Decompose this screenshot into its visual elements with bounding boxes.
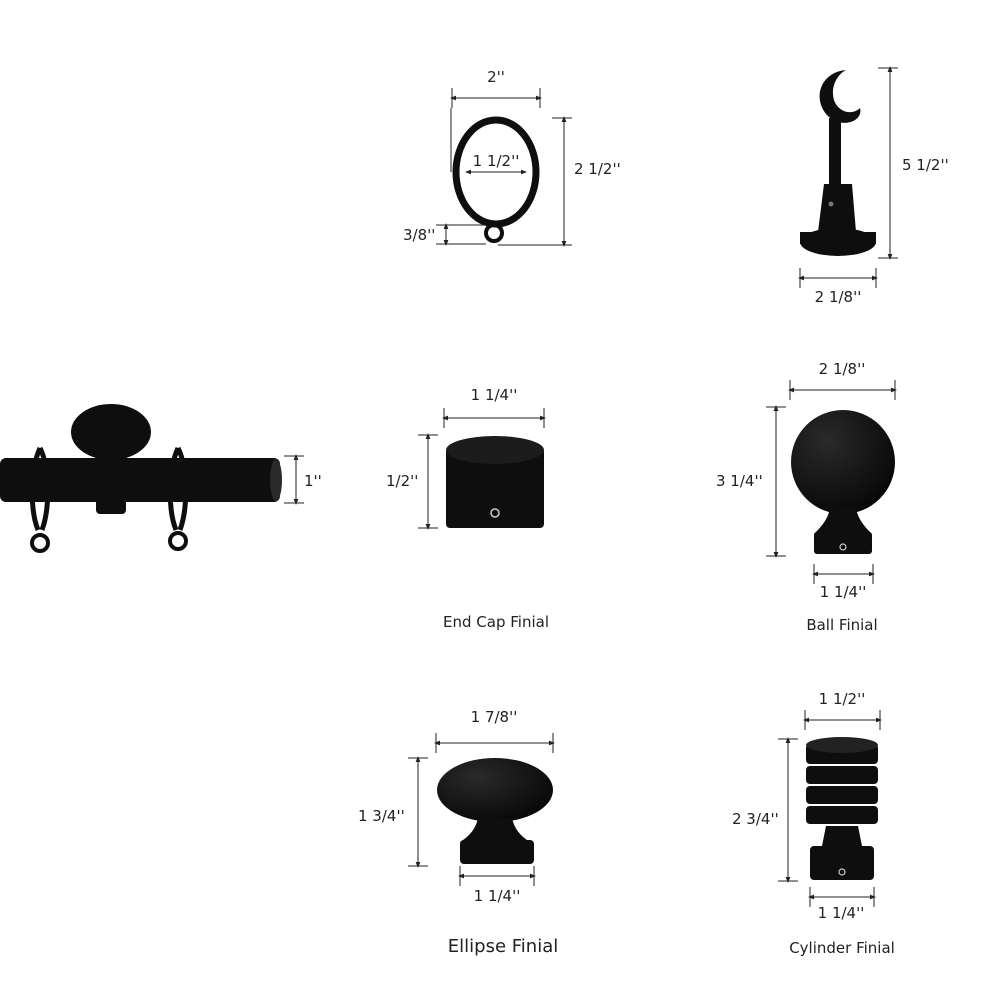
curtain-ring-diagram: 2'' 1 1/2'' 2 1/2'' 3/8'' <box>403 68 621 247</box>
ball-finial-caption: Ball Finial <box>806 616 877 634</box>
ring-width-label: 2'' <box>487 68 505 86</box>
ring-height-label: 2 1/2'' <box>574 160 621 178</box>
end-cap-finial-caption: End Cap Finial <box>443 613 549 631</box>
bracket-diagram: 5 1/2'' 2 1/8'' <box>798 66 949 306</box>
ball-finial-icon <box>791 410 895 554</box>
curtain-rod-icon <box>0 404 282 553</box>
bracket-base-label: 2 1/8'' <box>815 288 862 306</box>
curtain-rod-diagram: 1'' <box>0 404 322 553</box>
ellipse-finial-diagram: 1 7/8'' 1 3/4'' 1 1/4'' Ellipse Finial <box>358 708 558 957</box>
bracket-height-label: 5 1/2'' <box>902 156 949 174</box>
cylinder-finial-diagram: 1 1/2'' 2 3/4'' 1 1/4'' Cylinder Finial <box>732 690 895 957</box>
cylinder-finial-caption: Cylinder Finial <box>789 939 895 957</box>
cylinder-width-label: 1 1/2'' <box>819 690 866 708</box>
ball-height-label: 3 1/4'' <box>716 472 763 490</box>
ellipse-width-label: 1 7/8'' <box>471 708 518 726</box>
end-cap-height-label: 1/2'' <box>386 472 418 490</box>
curtain-ring-icon <box>452 116 540 243</box>
cylinder-base-label: 1 1/4'' <box>818 904 865 922</box>
ball-width-label: 2 1/8'' <box>819 360 866 378</box>
ellipse-height-label: 1 3/4'' <box>358 807 405 825</box>
ring-eyelet-label: 3/8'' <box>403 226 435 244</box>
rod-diameter-label: 1'' <box>304 472 322 490</box>
ellipse-base-label: 1 1/4'' <box>474 887 521 905</box>
ball-finial-diagram: 2 1/8'' 3 1/4'' 1 1/4'' Ball Finial <box>716 360 897 634</box>
cylinder-height-label: 2 3/4'' <box>732 810 779 828</box>
ellipse-finial-caption: Ellipse Finial <box>448 936 558 957</box>
cylinder-finial-icon <box>806 737 878 880</box>
end-cap-width-label: 1 1/4'' <box>471 386 518 404</box>
end-cap-finial-icon <box>446 436 544 528</box>
end-cap-finial-diagram: 1 1/4'' 1/2'' End Cap Finial <box>386 386 549 631</box>
ellipse-finial-icon <box>437 758 553 864</box>
ball-base-label: 1 1/4'' <box>820 583 867 601</box>
moon-bracket-icon <box>800 70 876 256</box>
ring-inner-label: 1 1/2'' <box>473 152 520 170</box>
